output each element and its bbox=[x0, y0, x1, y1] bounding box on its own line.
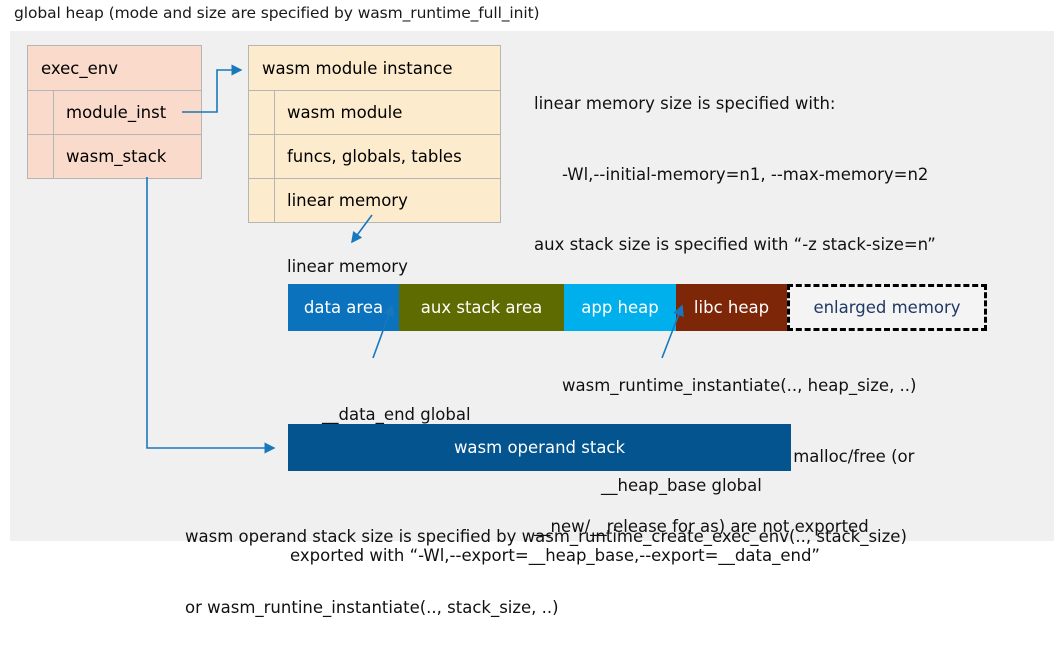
annotation-data-end: __data_end global bbox=[322, 405, 471, 424]
note-line-3: aux stack size is specified with “-z sta… bbox=[534, 235, 936, 254]
annotation-heap-base: __heap_base global bbox=[601, 475, 762, 495]
linear-memory-bar: data area aux stack area app heap libc h… bbox=[288, 284, 987, 331]
operand-stack-note-1: wasm operand stack size is specified by … bbox=[185, 527, 907, 546]
note-line-7: __new/__release for as) are not exported bbox=[534, 517, 869, 536]
memory-segment-libc-heap: libc heap bbox=[676, 284, 787, 331]
operand-stack-notes: wasm operand stack size is specified by … bbox=[185, 478, 907, 666]
module-instance-header: wasm module instance bbox=[249, 46, 500, 90]
wasm-operand-stack-box: wasm operand stack bbox=[288, 424, 791, 471]
diagram-canvas: exec_env module_inst wasm_stack wasm mod… bbox=[10, 31, 1054, 617]
memory-segment-app-heap: app heap bbox=[564, 284, 676, 331]
exec-env-field-module-inst: module_inst bbox=[28, 90, 201, 134]
wasm-module-instance-box: wasm module instance wasm module funcs, … bbox=[248, 45, 501, 223]
memory-segment-aux-stack-area: aux stack area bbox=[399, 284, 564, 331]
operand-stack-note-2: or wasm_runtine_instantiate(.., stack_si… bbox=[185, 597, 559, 617]
module-instance-field-linear-memory: linear memory bbox=[249, 178, 500, 222]
note-line-1: linear memory size is specified with: bbox=[534, 94, 836, 113]
module-instance-field-funcs-globals-tables: funcs, globals, tables bbox=[249, 134, 500, 178]
note-line-2: -Wl,--initial-memory=n1, --max-memory=n2 bbox=[562, 164, 929, 184]
page-title: global heap (mode and size are specified… bbox=[14, 4, 540, 22]
memory-segment-data-area: data area bbox=[288, 284, 399, 331]
memory-segment-enlarged-memory: enlarged memory bbox=[787, 284, 987, 331]
linear-memory-bar-label: linear memory bbox=[287, 257, 408, 276]
exec-env-header: exec_env bbox=[28, 46, 201, 90]
note-line-5: wasm_runtime_instantiate(.., heap_size, … bbox=[562, 376, 917, 395]
exec-env-field-wasm-stack: wasm_stack bbox=[28, 134, 201, 178]
exec-env-box: exec_env module_inst wasm_stack bbox=[27, 45, 202, 179]
module-instance-field-wasm-module: wasm module bbox=[249, 90, 500, 134]
